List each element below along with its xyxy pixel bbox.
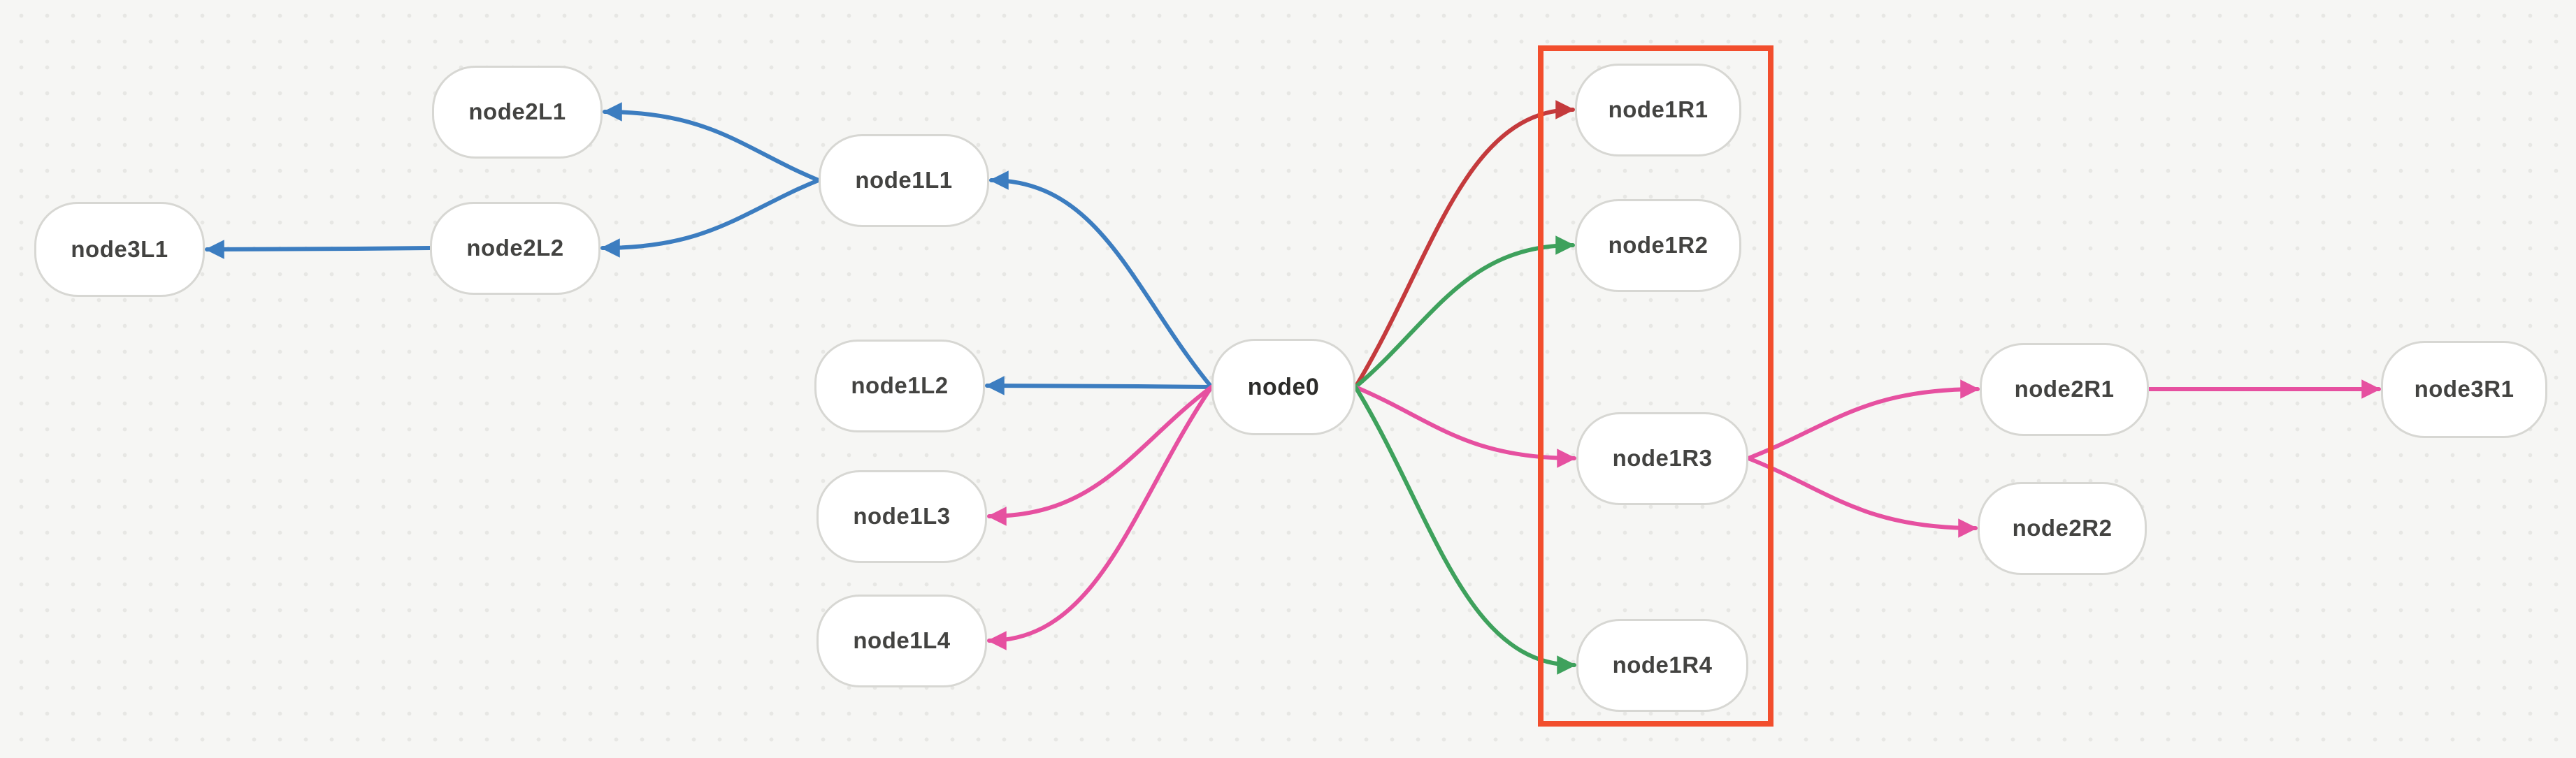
node-node3R1[interactable]: node3R1	[2381, 340, 2547, 438]
node-node1L2[interactable]: node1L2	[814, 339, 985, 432]
node-node2L2[interactable]: node2L2	[430, 201, 600, 295]
node-node1L1[interactable]: node1L1	[819, 133, 989, 227]
edge-node0-node1R1	[1353, 100, 1575, 389]
edge-node1L1-node2L2	[600, 178, 821, 258]
edge-node0-node1R3	[1353, 385, 1576, 468]
edge-node0-node1R4	[1353, 385, 1576, 675]
edge-node1R3-node2R1	[1746, 379, 1980, 460]
node-node2R2[interactable]: node2R2	[1978, 481, 2147, 575]
node-node1L3[interactable]: node1L3	[816, 469, 987, 563]
node-node3L1[interactable]: node3L1	[34, 202, 205, 297]
node-node1R3[interactable]: node1R3	[1576, 411, 1748, 505]
edge-node1R3-node2R2	[1746, 456, 1978, 538]
edge-node0-node1L3	[987, 385, 1214, 526]
edge-node2L2-node3L1	[205, 240, 432, 259]
node-node1L4[interactable]: node1L4	[816, 594, 987, 687]
node-node0[interactable]: node0	[1211, 339, 1355, 435]
edge-node1L1-node2L1	[603, 102, 821, 182]
node-node1R4[interactable]: node1R4	[1576, 618, 1748, 712]
edge-node0-node1R2	[1353, 235, 1575, 389]
node-node2L1[interactable]: node2L1	[432, 65, 603, 159]
selection-highlight-box	[1538, 45, 1773, 727]
node-node2R1[interactable]: node2R1	[1980, 342, 2149, 436]
edge-node0-node1L4	[987, 385, 1214, 650]
edge-node0-node1L2	[985, 376, 1214, 395]
edge-node0-node1L1	[989, 170, 1214, 389]
node-node1R2[interactable]: node1R2	[1575, 198, 1741, 292]
node-node1R1[interactable]: node1R1	[1575, 63, 1741, 156]
